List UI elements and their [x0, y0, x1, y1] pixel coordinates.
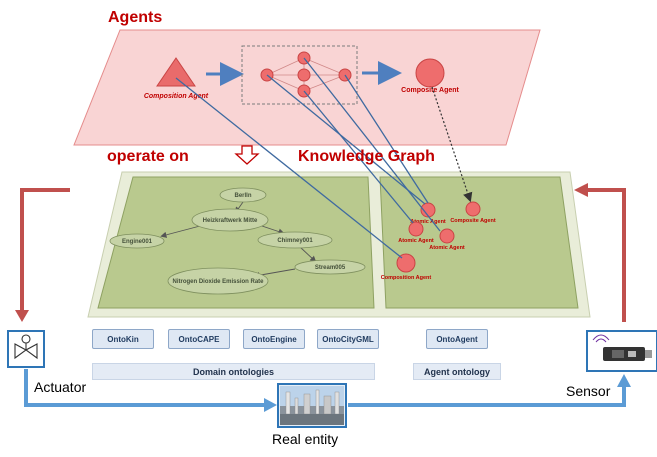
actuator-to-entity-arrowhead	[264, 398, 277, 412]
graph-atomic-agent-label: Atomic Agent	[429, 245, 465, 251]
graph-node-heizkraftwerk: Heizkraftwerk Mitte	[203, 218, 258, 224]
entity-to-sensor-arrowhead	[617, 374, 631, 387]
operate-down-arrow	[234, 145, 260, 165]
graph-atomic-agent-label: Atomic Agent	[410, 219, 446, 225]
sensor-label: Sensor	[566, 383, 611, 399]
domain-graph-panel	[97, 176, 375, 309]
knowledge-graph-title: Knowledge Graph	[298, 148, 435, 165]
agent-graph-links	[175, 57, 441, 259]
graph-node-berlin: BerlIn	[234, 193, 251, 199]
sensor-feedback-arrow	[586, 188, 626, 322]
graph-atomic-agent-node	[408, 221, 424, 237]
ontology-ontocape: OntoCAPE	[168, 329, 230, 349]
operate-on-label: operate on	[107, 148, 189, 165]
valve-icon	[14, 334, 38, 360]
graph-composition-agent-node	[396, 253, 416, 273]
graph-node-chimney: Chimney001	[277, 238, 313, 244]
ontology-ontoengine: OntoEngine	[243, 329, 305, 349]
refinery-icon	[280, 386, 344, 425]
ontology-ontocitygml: OntoCityGML	[317, 329, 379, 349]
graph-composite-agent-node	[465, 201, 481, 217]
actuator-label: Actuator	[34, 379, 87, 395]
graph-atomic-agent-label: Atomic Agent	[398, 238, 434, 244]
graph-atomic-agent-node	[439, 228, 455, 244]
graph-composition-agent-label: Composition Agent	[381, 275, 432, 281]
composition-agent-triangle	[156, 57, 196, 87]
actuator-feedback-arrow	[20, 188, 70, 312]
sensor-device-icon	[592, 334, 652, 361]
graph-node-emission: Nitrogen Dioxide Emission Rate	[172, 279, 264, 285]
sensor-feedback-arrowhead	[574, 183, 588, 197]
graph-node-engine: Engine001	[122, 239, 153, 245]
composite-agent-node	[415, 58, 445, 88]
graph-node-shapes	[109, 187, 366, 295]
composite-agent-label: Composite Agent	[401, 87, 459, 94]
network-node	[297, 68, 311, 82]
entity-to-sensor-arrow	[348, 385, 626, 407]
agent-ontology-band: Agent ontology	[413, 363, 501, 380]
composition-agent-label: Composition Agent	[144, 93, 209, 100]
graph-node-labels: BerlIn Heizkraftwerk Mitte Engine001 Chi…	[122, 193, 346, 285]
graph-node-stream: Stream005	[315, 265, 346, 271]
ontology-ontokin: OntoKin	[92, 329, 154, 349]
ontology-ontoagent: OntoAgent	[426, 329, 488, 349]
agent-network-box	[241, 45, 358, 105]
actuator-to-entity-arrow	[24, 369, 266, 407]
real-entity-label: Real entity	[272, 431, 339, 447]
actuator-feedback-arrowhead	[15, 310, 29, 322]
domain-ontologies-band: Domain ontologies	[92, 363, 375, 380]
agents-title: Agents	[108, 9, 163, 26]
graph-composite-agent-label: Composite Agent	[450, 218, 495, 224]
